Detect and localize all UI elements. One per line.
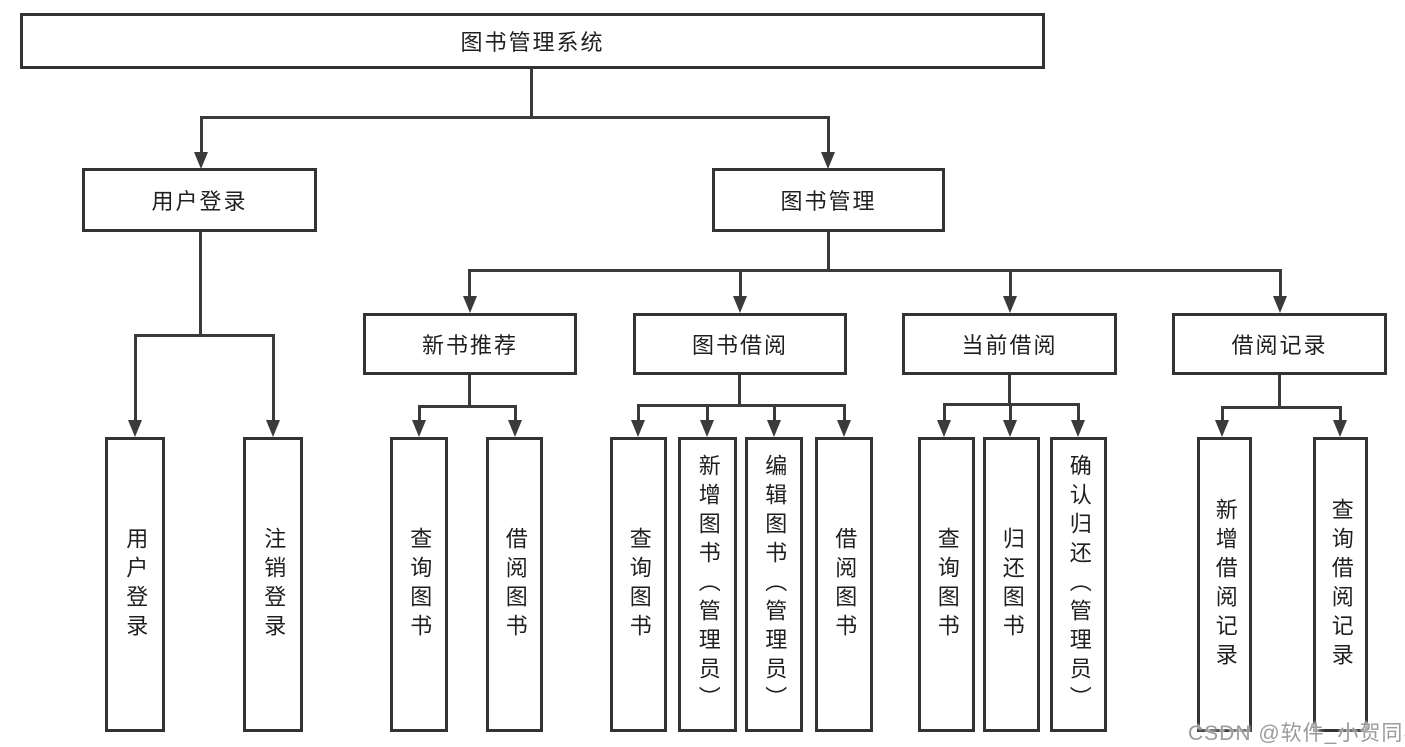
leaf-borrow-book: 借阅图书	[815, 437, 873, 732]
leaf-return-book: 归还图书	[983, 437, 1040, 732]
connector-line	[468, 269, 471, 298]
leaf-logout: 注销登录	[243, 437, 303, 732]
arrowhead-icon	[128, 420, 142, 437]
leaf-query-borrow-record: 查询借阅记录	[1313, 437, 1368, 732]
connector-line	[134, 334, 275, 337]
arrowhead-icon	[733, 296, 747, 313]
connector-line	[1009, 403, 1012, 422]
arrowhead-icon	[837, 420, 851, 437]
leaf-label: 借阅图书	[832, 526, 858, 643]
node-book-management-label: 图书管理	[780, 189, 877, 214]
connector-line	[773, 404, 776, 422]
connector-line	[739, 269, 742, 298]
arrowhead-icon	[821, 152, 835, 169]
csdn-watermark: CSDN @软件_小贺同学	[1188, 722, 1405, 745]
node-root: 图书管理系统	[20, 13, 1045, 69]
leaf-label: 归还图书	[999, 526, 1025, 643]
leaf-edit-book-admin: 编辑图书（管理员）	[745, 437, 803, 732]
connector-line	[514, 405, 517, 422]
node-new-book-recommend-label: 新书推荐	[421, 333, 518, 358]
leaf-label: 确认归还（管理员）	[1066, 454, 1092, 715]
arrowhead-icon	[767, 420, 781, 437]
leaf-label: 注销登录	[261, 526, 287, 643]
connector-line	[200, 116, 830, 119]
leaf-label: 查询图书	[934, 526, 960, 643]
leaf-label: 查询图书	[407, 526, 433, 643]
connector-line	[468, 375, 471, 408]
leaf-label: 新增图书（管理员）	[695, 454, 721, 715]
leaf-add-book-admin: 新增图书（管理员）	[678, 437, 737, 732]
connector-line	[1221, 406, 1224, 422]
arrowhead-icon	[1273, 296, 1287, 313]
node-book-borrow: 图书借阅	[633, 313, 847, 375]
arrowhead-icon	[463, 296, 477, 313]
arrowhead-icon	[631, 420, 645, 437]
connector-line	[1221, 406, 1342, 409]
arrowhead-icon	[508, 420, 522, 437]
node-book-management: 图书管理	[712, 168, 945, 232]
connector-line	[469, 269, 1282, 272]
arrowhead-icon	[266, 420, 280, 437]
node-borrow-record: 借阅记录	[1172, 313, 1387, 375]
connector-line	[418, 405, 421, 422]
leaf-query-book-current: 查询图书	[918, 437, 975, 732]
connector-line	[1077, 403, 1080, 422]
leaf-borrow-book-recommend: 借阅图书	[486, 437, 543, 732]
leaf-query-book-borrow: 查询图书	[610, 437, 667, 732]
arrowhead-icon	[1071, 420, 1085, 437]
arrowhead-icon	[1215, 420, 1229, 437]
node-new-book-recommend: 新书推荐	[363, 313, 577, 375]
connector-line	[827, 116, 830, 154]
node-user-login: 用户登录	[82, 168, 317, 232]
node-current-borrow-label: 当前借阅	[961, 333, 1058, 358]
leaf-user-login: 用户登录	[105, 437, 165, 732]
node-user-login-label: 用户登录	[151, 189, 248, 214]
arrowhead-icon	[1333, 420, 1347, 437]
connector-line	[1008, 375, 1011, 406]
connector-line	[1279, 269, 1282, 298]
arrowhead-icon	[700, 420, 714, 437]
leaf-query-book-recommend: 查询图书	[390, 437, 448, 732]
node-borrow-record-label: 借阅记录	[1231, 333, 1328, 358]
leaf-add-borrow-record: 新增借阅记录	[1197, 437, 1252, 732]
arrowhead-icon	[1003, 420, 1017, 437]
connector-line	[637, 404, 846, 407]
leaf-label: 借阅图书	[502, 526, 528, 643]
arrowhead-icon	[1003, 296, 1017, 313]
connector-line	[827, 232, 830, 272]
connector-line	[200, 116, 203, 154]
leaf-label: 查询借阅记录	[1328, 497, 1354, 672]
leaf-label: 查询图书	[626, 526, 652, 643]
arrowhead-icon	[412, 420, 426, 437]
arrowhead-icon	[194, 152, 208, 169]
node-current-borrow: 当前借阅	[902, 313, 1117, 375]
connector-line	[1339, 406, 1342, 422]
connector-line	[943, 403, 946, 422]
connector-line	[738, 375, 741, 407]
node-root-label: 图书管理系统	[460, 30, 605, 55]
connector-line	[272, 334, 275, 422]
node-book-borrow-label: 图书借阅	[691, 333, 788, 358]
connector-line	[637, 404, 640, 422]
arrowhead-icon	[937, 420, 951, 437]
leaf-label: 新增借阅记录	[1212, 497, 1238, 672]
connector-line	[134, 334, 137, 422]
connector-line	[843, 404, 846, 422]
connector-line	[706, 404, 709, 422]
connector-line	[1009, 269, 1012, 298]
connector-line	[199, 232, 202, 336]
leaf-label: 编辑图书（管理员）	[762, 454, 788, 715]
leaf-label: 用户登录	[123, 526, 149, 643]
leaf-confirm-return-admin: 确认归还（管理员）	[1050, 437, 1107, 732]
connector-line	[530, 69, 533, 117]
connector-line	[1278, 375, 1281, 409]
connector-line	[418, 405, 517, 408]
